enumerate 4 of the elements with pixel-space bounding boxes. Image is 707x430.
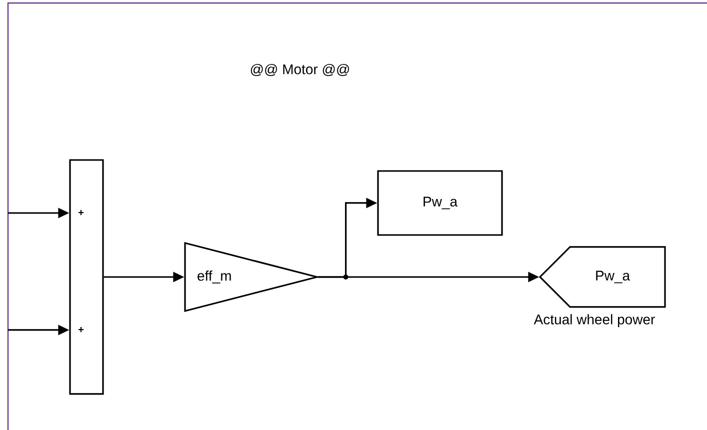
block-title: @@ Motor @@ — [250, 64, 349, 76]
display-block: Pw_a — [377, 170, 503, 236]
sum-block: + + — [69, 159, 104, 395]
block-caption: Actual wheel power — [534, 314, 655, 328]
